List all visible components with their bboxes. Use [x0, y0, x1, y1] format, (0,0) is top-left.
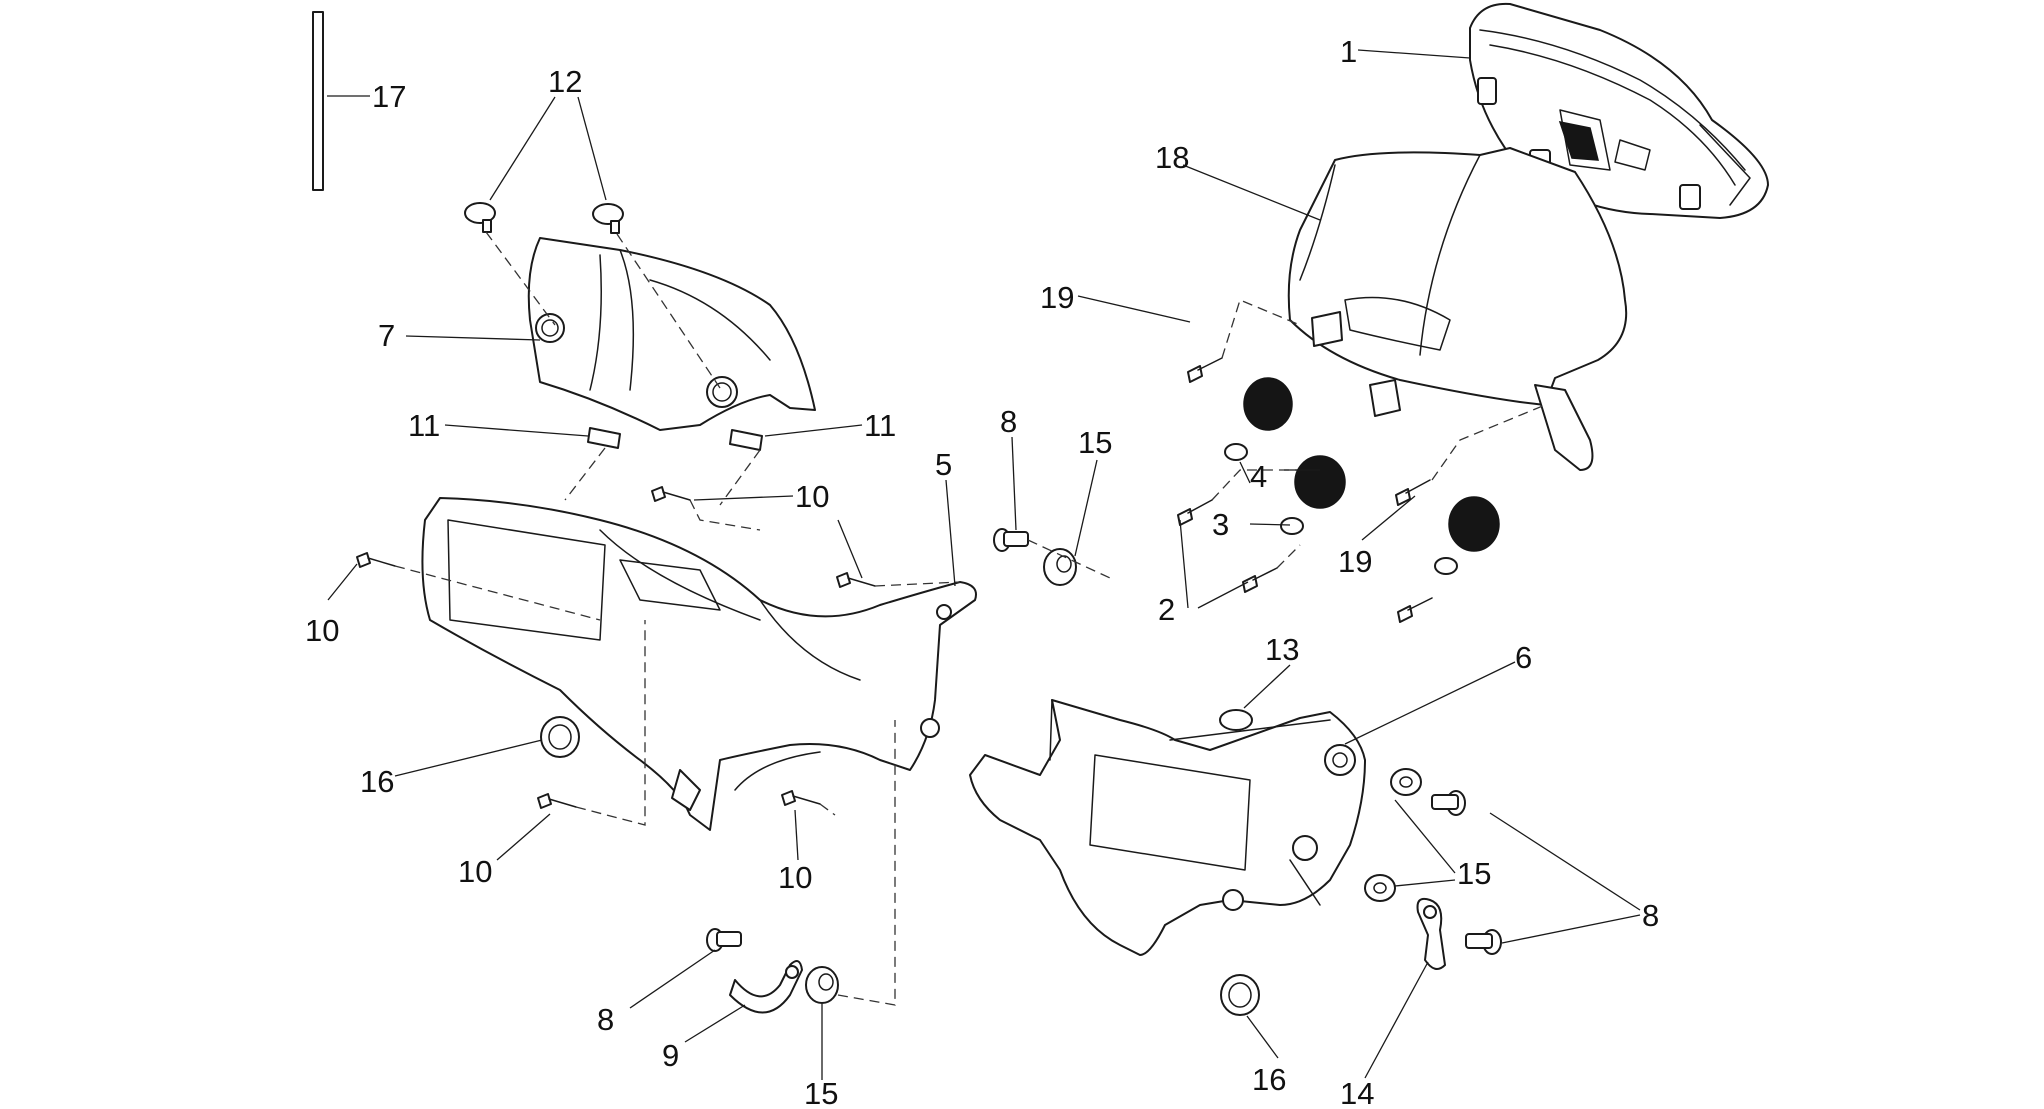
callout-10-upper: 10 — [795, 479, 829, 514]
callout-16-lower: 16 — [1252, 1062, 1286, 1097]
assembly-lines — [394, 231, 1546, 1006]
part-12-screws — [464, 202, 624, 234]
callout-10-lower-mid: 10 — [778, 860, 812, 895]
part-2-19-screws — [1177, 357, 1433, 623]
callout-2: 2 — [1158, 592, 1175, 627]
callout-3: 3 — [1212, 507, 1229, 542]
callout-15-upper: 15 — [1078, 425, 1112, 460]
callout-6: 6 — [1515, 640, 1532, 675]
callout-7: 7 — [378, 318, 395, 353]
callout-8-right: 8 — [1642, 898, 1659, 933]
callout-8-upper: 8 — [1000, 404, 1017, 439]
part-15-washers — [805, 548, 1422, 1004]
callout-10-left: 10 — [305, 613, 339, 648]
callout-15-lower: 15 — [804, 1076, 838, 1109]
part-11-clips — [587, 427, 763, 451]
part-8-pins — [706, 528, 1502, 955]
callout-8-lower: 8 — [597, 1002, 614, 1037]
part-6-lower-bracket — [969, 699, 1366, 956]
callout-19-lower: 19 — [1338, 544, 1372, 579]
callout-14: 14 — [1340, 1076, 1374, 1109]
part-13-cap — [1219, 709, 1253, 731]
part-4-grommets — [1243, 377, 1500, 552]
callout-18: 18 — [1155, 140, 1189, 175]
callout-1: 1 — [1340, 34, 1357, 69]
leader-lines — [327, 49, 1641, 1080]
callout-4: 4 — [1250, 459, 1267, 494]
callout-10-lower-left: 10 — [458, 854, 492, 889]
callout-16-left: 16 — [360, 764, 394, 799]
part-16-grommets — [540, 716, 1260, 1016]
part-18-instrument-cover — [1287, 147, 1628, 471]
part-5-bracket — [421, 497, 977, 831]
part-7-upper-cover — [527, 237, 816, 431]
callout-5: 5 — [935, 447, 952, 482]
callout-17: 17 — [372, 79, 406, 114]
callout-12: 12 — [548, 64, 582, 99]
part-17-strip — [312, 11, 324, 191]
callout-11-right: 11 — [864, 408, 896, 443]
callout-13: 13 — [1265, 632, 1299, 667]
callout-labels: 1 17 12 18 19 7 11 11 8 15 5 10 10 4 3 1… — [305, 34, 1659, 1109]
callout-19-upper: 19 — [1040, 280, 1074, 315]
callout-15-right: 15 — [1457, 856, 1491, 891]
part-9-cable-clamp — [729, 960, 803, 1014]
part-10-screws — [356, 486, 876, 809]
part-3-washers — [1224, 443, 1458, 575]
callout-11-left: 11 — [408, 408, 440, 443]
part-14-cable-clamp — [1416, 897, 1446, 970]
callout-9: 9 — [662, 1038, 679, 1073]
